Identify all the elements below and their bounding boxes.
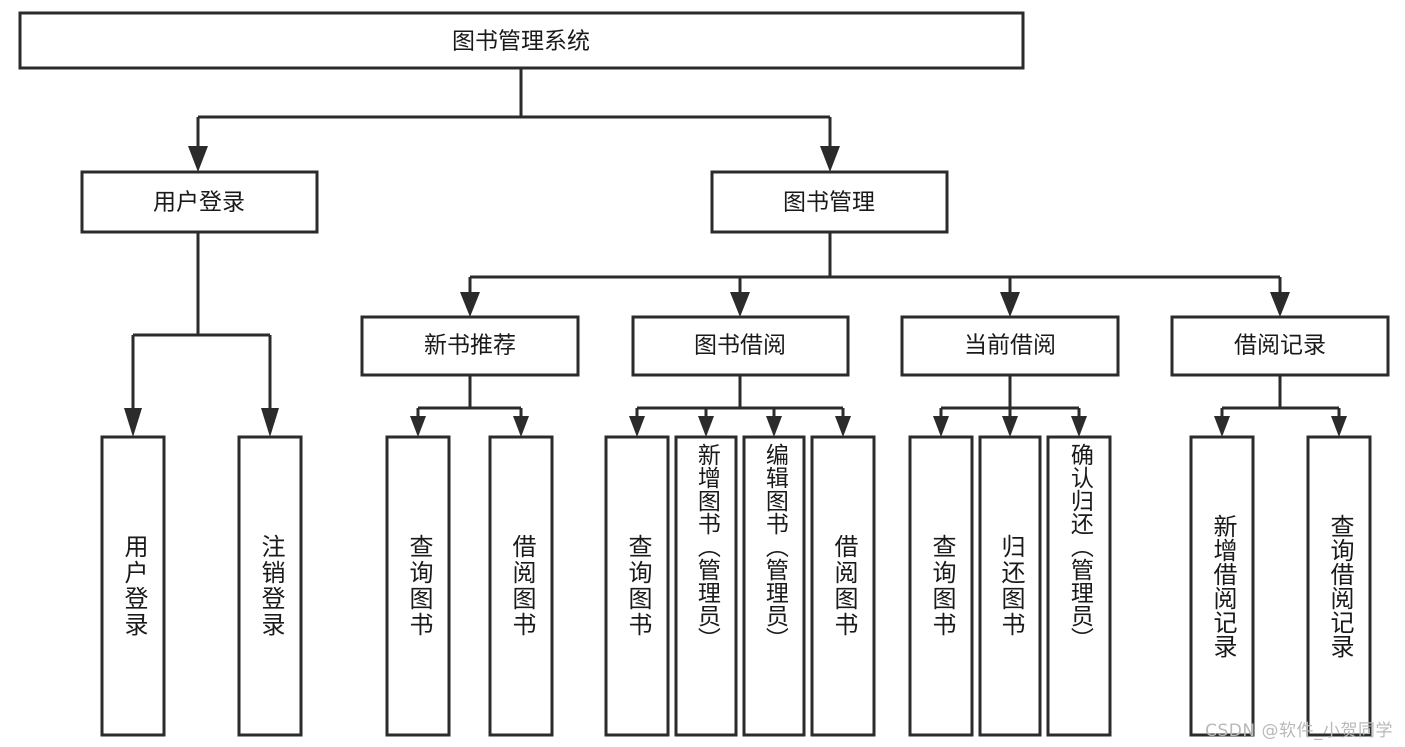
arrow-head-cb-leaf-2 — [1002, 416, 1018, 437]
arrow-head-bb-leaf-1 — [629, 416, 645, 437]
node-user-login-box[interactable] — [80, 170, 319, 234]
connector-group-book-manage-to-level3 — [460, 232, 1290, 317]
leaf-boxes-current-borrow — [908, 435, 1112, 737]
node-new-book-recommend[interactable]: 新书推荐 — [360, 315, 580, 377]
leaf-box-cb-query-book[interactable] — [908, 435, 974, 737]
node-book-manage-label: 图书管理 — [783, 190, 875, 216]
arrow-head-nb-leaf-2 — [513, 416, 529, 437]
arrow-head-bb-leaf-3 — [766, 416, 782, 437]
node-root-label: 图书管理系统 — [452, 29, 590, 55]
node-new-book-recommend-label: 新书推荐 — [424, 333, 516, 359]
leaf-box-br-add-record[interactable] — [1189, 435, 1255, 737]
node-new-book-recommend-box[interactable] — [360, 315, 580, 377]
leaf-box-logout[interactable] — [237, 435, 303, 737]
node-book-manage-box[interactable] — [710, 170, 949, 234]
leaf-box-br-query-record[interactable] — [1306, 435, 1372, 737]
node-root[interactable]: 图书管理系统 — [18, 11, 1025, 70]
arrow-head-leaf-user-login — [124, 408, 142, 437]
leaf-box-bb-add-book[interactable] — [674, 435, 738, 737]
arrow-head-borrow-record — [1270, 292, 1290, 317]
node-user-login-label: 用户登录 — [153, 190, 245, 216]
connector-group-book-borrow-to-leaves — [629, 375, 851, 437]
arrow-head-cb-leaf-3 — [1071, 416, 1087, 437]
node-root-box[interactable] — [18, 11, 1025, 70]
arrow-head-br-leaf-1 — [1214, 416, 1230, 437]
node-borrow-record[interactable]: 借阅记录 — [1170, 315, 1390, 377]
leaf-boxes-borrow-record — [1189, 435, 1372, 737]
leaf-box-bb-borrow-book[interactable] — [810, 435, 876, 737]
leaf-box-bb-query-book[interactable] — [604, 435, 670, 737]
node-borrow-record-label: 借阅记录 — [1234, 333, 1326, 359]
leaf-boxes-book-borrow — [604, 435, 876, 737]
leaf-box-cb-return-book[interactable] — [978, 435, 1042, 737]
arrow-head-new-book — [460, 292, 480, 317]
arrow-head-bb-leaf-2 — [698, 416, 714, 437]
connector-group-user-login-to-leaves — [124, 232, 279, 437]
arrow-head-user-login — [188, 146, 208, 172]
arrow-head-leaf-logout — [261, 408, 279, 437]
arrow-head-br-leaf-2 — [1331, 416, 1347, 437]
leaf-box-cb-confirm-return[interactable] — [1046, 435, 1112, 737]
node-user-login[interactable]: 用户登录 — [80, 170, 319, 234]
arrow-head-current-borrow — [1000, 292, 1020, 317]
leaf-box-bb-edit-book[interactable] — [742, 435, 806, 737]
node-book-borrow-label: 图书借阅 — [694, 333, 786, 359]
connector-group-current-borrow-to-leaves — [933, 375, 1087, 437]
arrow-head-cb-leaf-1 — [933, 416, 949, 437]
leaf-box-nb-query-book[interactable] — [385, 435, 451, 737]
leaf-box-nb-borrow-book[interactable] — [488, 435, 554, 737]
leaf-boxes-new-book-recommend — [385, 435, 554, 737]
arrow-head-nb-leaf-1 — [410, 416, 426, 437]
node-borrow-record-box[interactable] — [1170, 315, 1390, 377]
node-book-borrow-box[interactable] — [631, 315, 850, 377]
connector-group-root-to-level2 — [188, 68, 840, 172]
node-current-borrow-box[interactable] — [900, 315, 1120, 377]
leaf-boxes-user-login — [100, 435, 303, 737]
node-book-borrow[interactable]: 图书借阅 — [631, 315, 850, 377]
node-current-borrow[interactable]: 当前借阅 — [900, 315, 1120, 377]
node-book-manage[interactable]: 图书管理 — [710, 170, 949, 234]
arrow-head-book-borrow — [730, 292, 750, 317]
connector-group-borrow-record-to-leaves — [1214, 375, 1347, 437]
leaf-box-user-login[interactable] — [100, 435, 166, 737]
arrow-head-book-manage — [820, 146, 840, 172]
arrow-head-bb-leaf-4 — [835, 416, 851, 437]
connector-group-new-book-to-leaves — [410, 375, 529, 437]
node-current-borrow-label: 当前借阅 — [964, 333, 1056, 359]
